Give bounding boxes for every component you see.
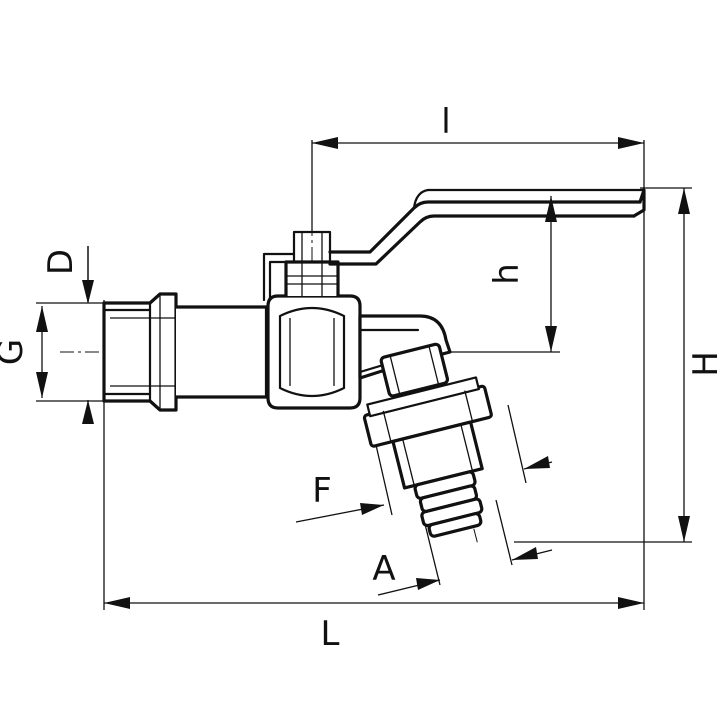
dim-label-h: h <box>487 263 527 285</box>
dim-label-G: G <box>0 339 31 365</box>
valve-stem <box>262 230 340 302</box>
dimension-labels: l L h H D G F A <box>0 102 720 654</box>
lever-handle <box>328 188 646 266</box>
dimension-lines <box>36 137 690 609</box>
dim-label-L: L <box>321 614 340 654</box>
dim-label-D: D <box>41 249 81 275</box>
dim-label-H: H <box>686 351 720 377</box>
outlet-nozzle <box>362 342 493 538</box>
dim-label-F: F <box>312 471 332 511</box>
dim-label-l: l <box>441 102 450 142</box>
dim-label-A: A <box>372 549 395 589</box>
